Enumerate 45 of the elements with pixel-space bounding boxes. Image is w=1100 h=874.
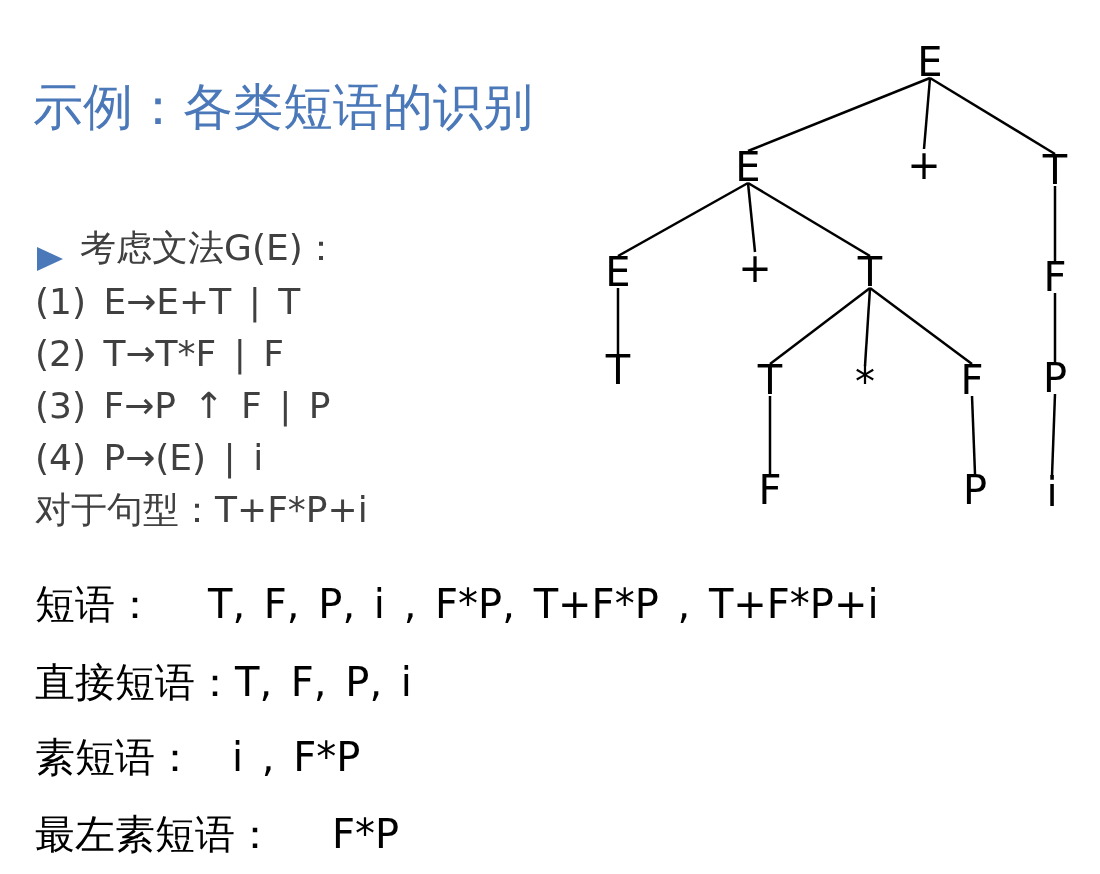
tree-symbol: E [915,42,945,82]
tree-branch-line [1053,293,1057,362]
tree-symbol: P [1040,358,1070,398]
tree-symbol: T [855,252,885,292]
tree-branch-line [617,181,749,258]
tree-branch-line [769,287,871,365]
text-line: (2) T→T*F | F [35,334,284,374]
text-line: 短语： [35,582,155,626]
tree-branch-line [1053,186,1057,261]
tree-symbol: F [958,360,986,400]
tree-branch-line [747,181,871,258]
tree-branch-line [970,395,977,475]
tree-branch-line [863,287,872,367]
text-line: (4) P→(E) | i [35,438,264,478]
text-line: 考虑文法G(E)： [80,228,339,268]
title: 示例：各类短语的识别 [33,80,533,135]
tree-symbol: i [1044,472,1060,512]
tree-symbol: T [755,360,785,400]
tree-branch-line [929,76,1056,156]
text-line: i , F*P [232,735,361,779]
tree-symbol: F [756,470,784,510]
text-line: (3) F→P ↑ F | P [35,386,331,426]
tree-branch-line [869,287,973,365]
text-line: 最左素短语： [35,812,275,856]
tree-symbol: E [733,147,763,187]
tree-symbol: E [603,252,633,292]
tree-branch-line [616,288,620,354]
text-line: T, F, P, i , F*P, T+F*P , T+F*P+i [208,582,879,626]
tree-branch-line [922,77,932,150]
tree-branch-line [768,396,772,474]
tree-symbol: + [905,145,943,185]
tree-branch-line [1050,393,1057,477]
text-line: 素短语： [35,735,195,779]
tree-symbol: * [853,362,877,402]
tree-symbol: F [1041,257,1069,297]
tree-branch-line [746,182,757,253]
text-line: (1) E→E+T | T [35,282,301,322]
tree-branch-line [747,76,931,153]
tree-symbol: T [1040,150,1070,190]
tree-symbol: T [603,350,633,390]
text-line: 直接短语：T, F, P, i [35,660,412,704]
text-line: F*P [332,812,400,856]
text-line: 对于句型：T+F*P+i [35,490,368,530]
tree-symbol: P [960,470,990,510]
tree-symbol: + [736,248,774,288]
